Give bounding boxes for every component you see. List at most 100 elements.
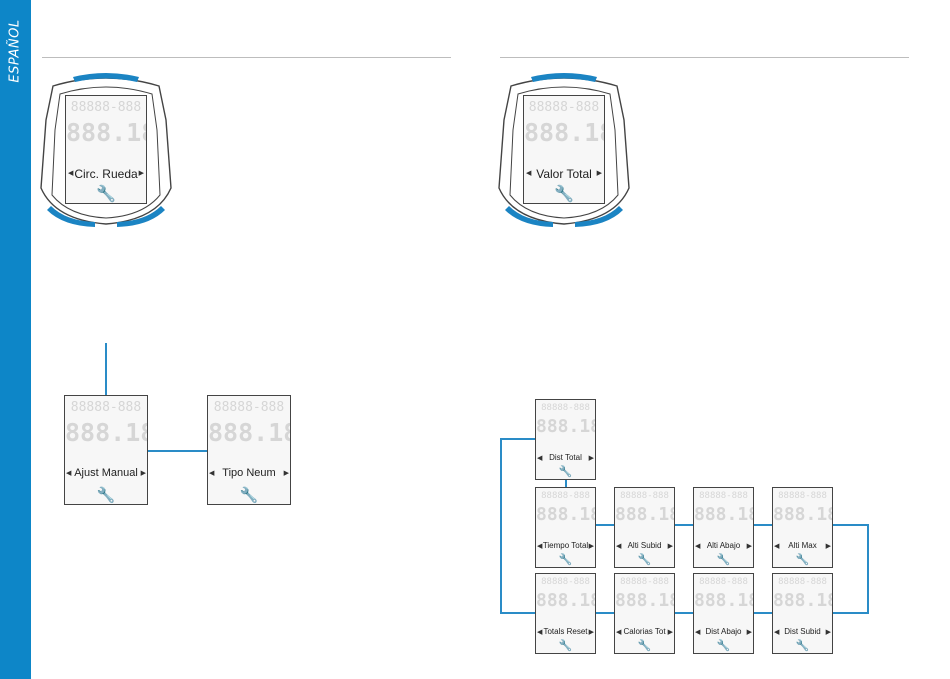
language-label: ESPAÑOL xyxy=(7,19,23,83)
flow-connector xyxy=(754,612,772,614)
segment-big-row: 888.188 xyxy=(694,590,753,611)
wrench-icon: 🔧 xyxy=(558,465,573,478)
segment-top-row: 88888-888 xyxy=(70,400,142,415)
screen-label: Calorias Tot xyxy=(623,627,666,636)
wrench-icon: 🔧 xyxy=(554,184,574,203)
arrow-right-icon: ▶ xyxy=(588,454,594,462)
segment-big-row: 888.188 xyxy=(694,504,753,525)
wrench-icon: 🔧 xyxy=(96,184,116,203)
screen-label: Alti Abajo xyxy=(706,541,741,550)
flow-connector xyxy=(754,524,772,526)
screen-label: Tipo Neum xyxy=(222,467,276,479)
flow-connector xyxy=(833,524,869,526)
screen-label: Alti Max xyxy=(788,541,817,550)
lcd-screen-altitude-down: 88888-888 888.188 ◀ Alti Abajo ▶ 🔧 xyxy=(693,487,754,568)
flow-connector xyxy=(565,480,567,487)
flow-connector xyxy=(105,343,107,396)
arrow-right-icon: ▶ xyxy=(746,628,752,636)
arrow-left-icon: ◀ xyxy=(537,628,543,636)
flow-connector xyxy=(675,612,693,614)
segment-top-row: 88888-888 xyxy=(778,577,827,587)
segment-top-row: 88888-888 xyxy=(699,577,748,587)
segment-big-row: 888.188 xyxy=(536,504,595,525)
section-divider-right xyxy=(500,57,909,58)
flow-connector xyxy=(867,524,869,614)
flow-connector xyxy=(500,438,502,614)
arrow-right-icon: ▶ xyxy=(667,628,673,636)
arrow-right-icon: ▶ xyxy=(746,542,752,550)
arrow-right-icon: ▶ xyxy=(825,628,831,636)
bike-computer-device: 88888-888 888.188 ◀ Circ. Rueda ▶ 🔧 xyxy=(39,70,173,230)
arrow-left-icon: ◀ xyxy=(526,169,532,177)
wrench-icon: 🔧 xyxy=(716,639,731,652)
wrench-icon: 🔧 xyxy=(96,486,116,504)
segment-big-row: 888.188 xyxy=(524,118,604,147)
segment-top-row: 88888-888 xyxy=(70,100,142,115)
flow-connector xyxy=(596,612,614,614)
flow-connector xyxy=(500,612,535,614)
lcd-screen-distance-down: 88888-888 888.188 ◀ Dist Abajo ▶ 🔧 xyxy=(693,573,754,654)
wrench-icon: 🔧 xyxy=(795,639,810,652)
screen-label: Ajust Manual xyxy=(74,467,138,479)
arrow-left-icon: ◀ xyxy=(774,628,780,636)
wrench-icon: 🔧 xyxy=(558,553,573,566)
segment-top-row: 88888-888 xyxy=(778,491,827,501)
segment-top-row: 88888-888 xyxy=(541,577,590,587)
lcd-screen-altitude-max: 88888-888 888.188 ◀ Alti Max ▶ 🔧 xyxy=(772,487,833,568)
arrow-right-icon: ▶ xyxy=(825,542,831,550)
segment-big-row: 888.188 xyxy=(536,590,595,611)
lcd-screen-tire-type: 88888-888 888.188 ◀ Tipo Neum ▶ 🔧 xyxy=(207,395,291,505)
arrow-left-icon: ◀ xyxy=(68,169,74,177)
screen-label: Valor Total xyxy=(536,167,592,181)
arrow-left-icon: ◀ xyxy=(537,454,543,462)
language-label-box: ESPAÑOL xyxy=(1,8,29,94)
flow-connector xyxy=(675,524,693,526)
screen-label: Dist Total xyxy=(549,453,582,462)
lcd-screen-total-distance: 88888-888 888.188 ◀ Dist Total ▶ 🔧 xyxy=(535,399,596,480)
arrow-right-icon: ▶ xyxy=(138,169,144,177)
section-divider-left xyxy=(42,57,451,58)
arrow-right-icon: ▶ xyxy=(140,469,146,477)
flow-connector xyxy=(833,612,869,614)
segment-big-row: 888.188 xyxy=(65,418,147,447)
segment-big-row: 888.188 xyxy=(208,418,290,447)
wrench-icon: 🔧 xyxy=(239,486,259,504)
wrench-icon: 🔧 xyxy=(716,553,731,566)
wrench-icon: 🔧 xyxy=(795,553,810,566)
segment-top-row: 88888-888 xyxy=(528,100,600,115)
arrow-left-icon: ◀ xyxy=(209,469,215,477)
wrench-icon: 🔧 xyxy=(637,553,652,566)
flow-connector xyxy=(148,450,207,452)
flow-connector xyxy=(500,438,535,440)
flow-connector xyxy=(596,524,614,526)
lcd-screen-total-calories: 88888-888 888.188 ◀ Calorias Tot ▶ 🔧 xyxy=(614,573,675,654)
arrow-right-icon: ▶ xyxy=(667,542,673,550)
arrow-left-icon: ◀ xyxy=(616,628,622,636)
arrow-left-icon: ◀ xyxy=(616,542,622,550)
lcd-screen-total-time: 88888-888 888.188 ◀ Tiempo Total ▶ 🔧 xyxy=(535,487,596,568)
screen-label: Totals Reset xyxy=(543,627,588,636)
arrow-left-icon: ◀ xyxy=(695,542,701,550)
segment-big-row: 888.188 xyxy=(773,504,832,525)
lcd-screen-distance-up: 88888-888 888.188 ◀ Dist Subid ▶ 🔧 xyxy=(772,573,833,654)
arrow-right-icon: ▶ xyxy=(283,469,289,477)
segment-big-row: 888.188 xyxy=(536,416,595,437)
screen-label: Dist Subid xyxy=(784,627,821,636)
segment-big-row: 888.188 xyxy=(615,590,674,611)
bike-computer-device: 88888-888 888.188 ◀ Valor Total ▶ 🔧 xyxy=(497,70,631,230)
arrow-left-icon: ◀ xyxy=(774,542,780,550)
wrench-icon: 🔧 xyxy=(637,639,652,652)
lcd-screen-manual-setting: 88888-888 888.188 ◀ Ajust Manual ▶ 🔧 xyxy=(64,395,148,505)
arrow-left-icon: ◀ xyxy=(537,542,543,550)
device-lcd-screen: 88888-888 888.188 ◀ Valor Total ▶ 🔧 xyxy=(523,95,605,204)
segment-top-row: 88888-888 xyxy=(541,403,590,413)
segment-big-row: 888.188 xyxy=(773,590,832,611)
language-sidebar: ESPAÑOL xyxy=(0,0,31,679)
segment-big-row: 888.188 xyxy=(615,504,674,525)
screen-label: Circ. Rueda xyxy=(74,167,138,181)
arrow-left-icon: ◀ xyxy=(695,628,701,636)
segment-top-row: 88888-888 xyxy=(213,400,285,415)
wrench-icon: 🔧 xyxy=(558,639,573,652)
segment-top-row: 88888-888 xyxy=(620,491,669,501)
arrow-right-icon: ▶ xyxy=(588,628,594,636)
